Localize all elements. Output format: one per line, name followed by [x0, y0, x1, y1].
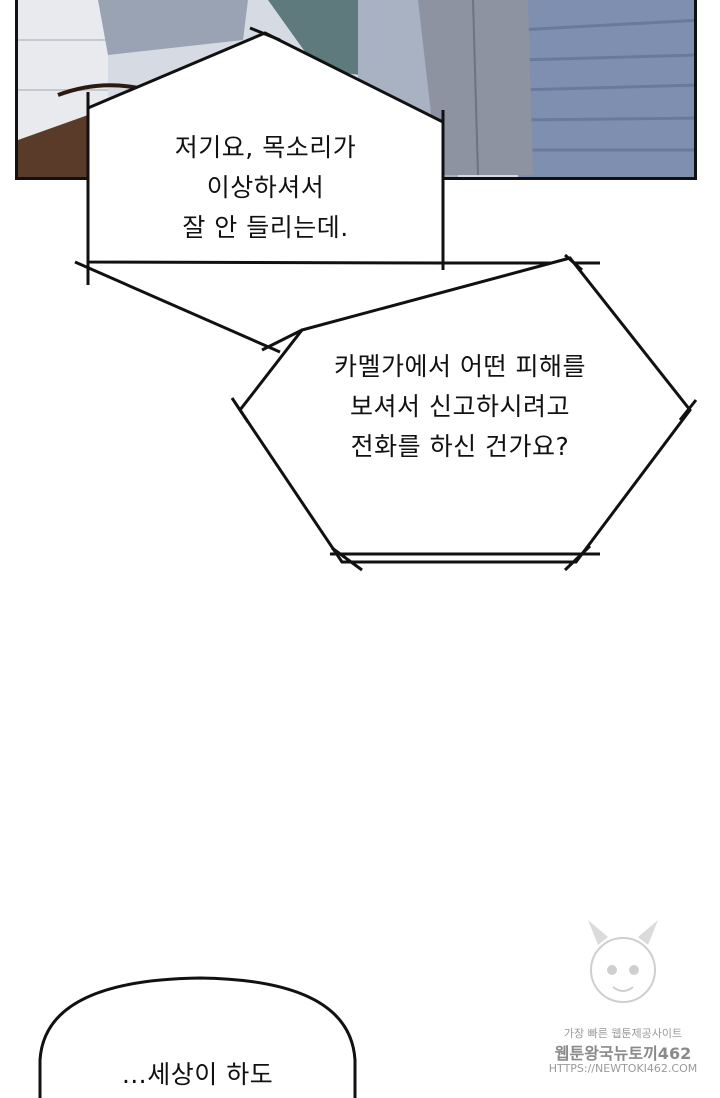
watermark-line-3: HTTPS://NEWTOKI462.COM [548, 1062, 698, 1075]
bubble-1-line-1: 저기요, 목소리가 [174, 133, 357, 162]
watermark-line-2: 웹툰왕국뉴토끼462 [554, 1044, 692, 1063]
speech-bubble-1 [86, 31, 445, 265]
bubble-3-text: …세상이 하도 [40, 1055, 355, 1095]
bubble-1-line-2: 이상하셔서 [206, 173, 325, 202]
bubble-2-text: 카멜가에서 어떤 피해를 보셔서 신고하시려고 전화를 하신 건가요? [290, 347, 630, 467]
bubble-2-line-2: 보셔서 신고하시려고 [350, 392, 570, 421]
bubble-1-line-3: 잘 안 들리는데. [182, 213, 349, 242]
watermark-mascot-image [588, 920, 658, 1003]
watermark: 가장 빠른 웹툰제공사이트 웹툰왕국뉴토끼462 HTTPS://NEWTOKI… [548, 915, 698, 1080]
bubble-1-text: 저기요, 목소리가 이상하셔서 잘 안 들리는데. [88, 128, 443, 248]
bubble-3-line-1: …세상이 하도 [121, 1060, 274, 1089]
speech-bubble-3 [38, 976, 357, 1098]
bubble-2-line-3: 전화를 하신 건가요? [350, 432, 570, 461]
bubble-2-line-1: 카멜가에서 어떤 피해를 [334, 352, 586, 381]
watermark-line-1: 가장 빠른 웹툰제공사이트 [563, 1027, 683, 1040]
